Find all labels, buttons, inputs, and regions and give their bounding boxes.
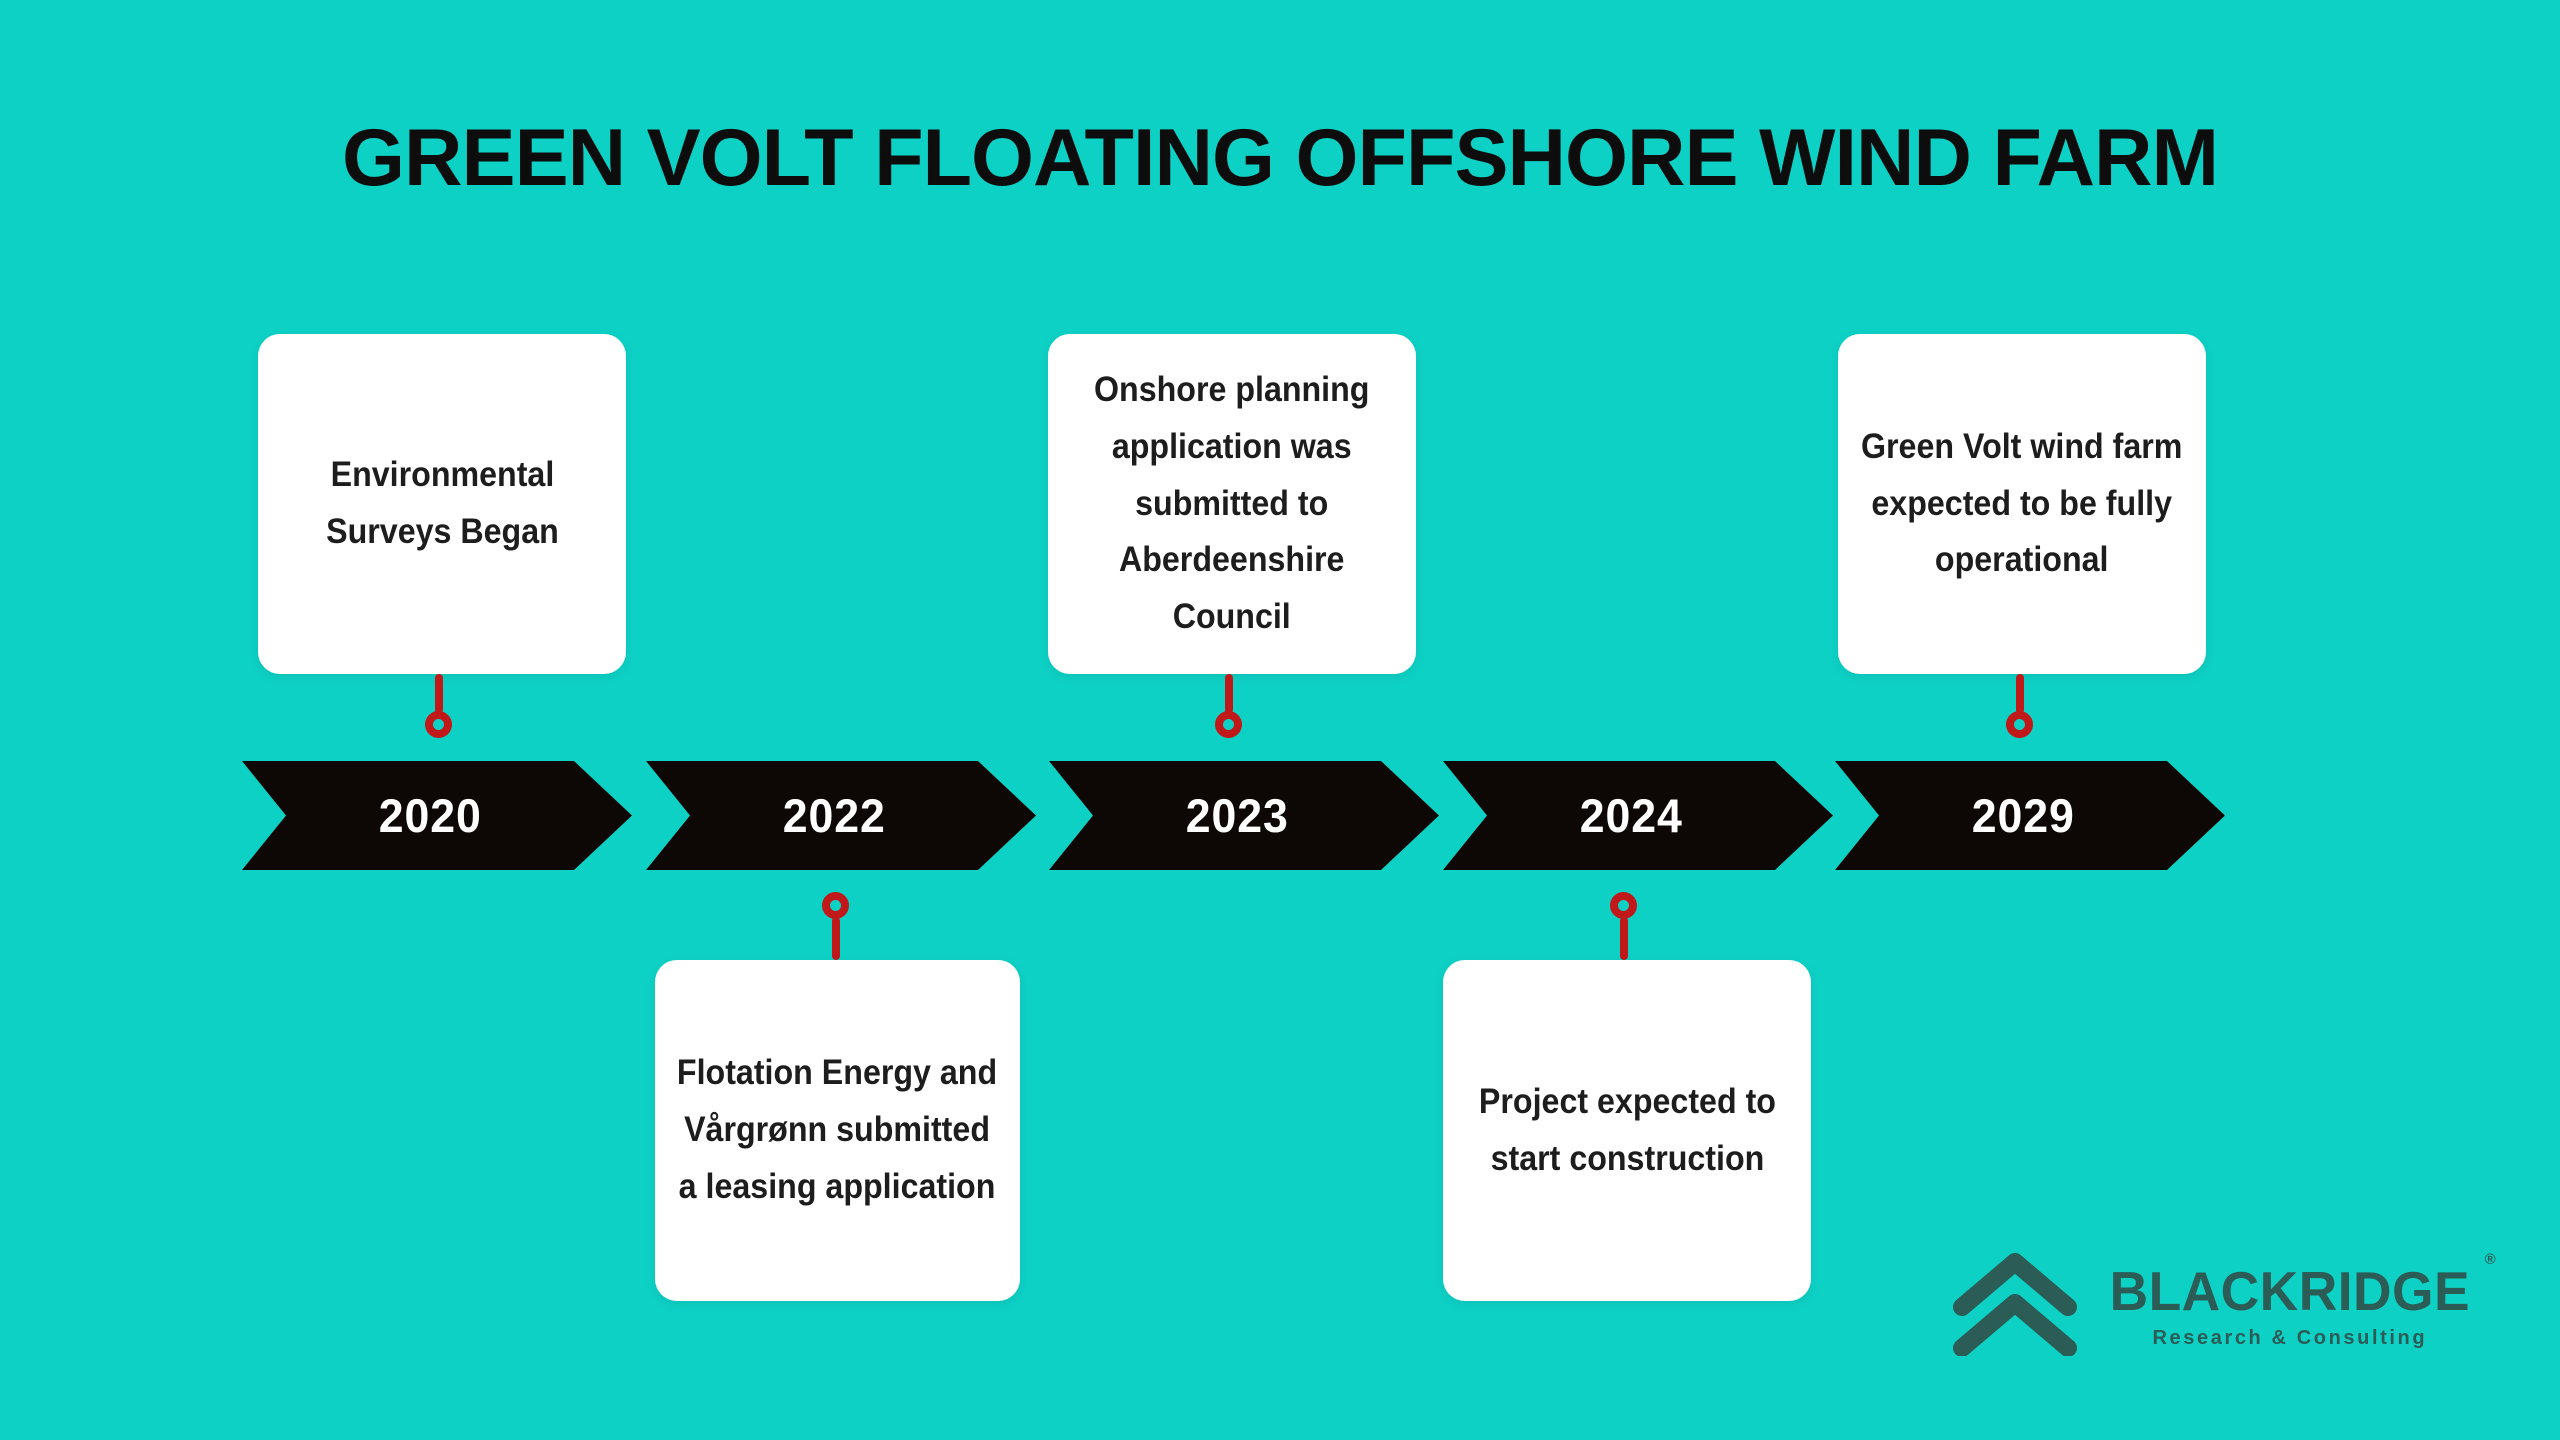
connector-line-2024: [1620, 917, 1628, 960]
milestone-card-2020: Environmental Surveys Began: [258, 334, 626, 674]
year-label-2020: 2020: [378, 789, 482, 842]
logo-tagline: Research & Consulting: [2152, 1326, 2428, 1349]
registered-trademark-icon: ®: [2484, 1250, 2496, 1268]
milestone-text-2024: Project expected to start construction: [1478, 1081, 1776, 1178]
blackridge-logo: BLACKRIDGE Research & Consulting ®: [1950, 1251, 2496, 1356]
milestone-text-2029: Green Volt wind farm expected to be full…: [1861, 426, 2183, 580]
connector-line-2023: [1225, 674, 1233, 714]
milestone-card-2023: Onshore planning application was submitt…: [1048, 334, 1416, 674]
connector-dot-2029: [2006, 711, 2033, 738]
connector-line-2022: [832, 917, 840, 960]
timeline-arrow-2022: 2022: [646, 761, 1036, 870]
timeline-arrow-2023: 2023: [1049, 761, 1439, 870]
milestone-text-2022: Flotation Energy and Vårgrønn submitted …: [677, 1053, 998, 1206]
year-label-2023: 2023: [1185, 789, 1289, 842]
milestone-card-2022: Flotation Energy and Vårgrønn submitted …: [655, 960, 1020, 1301]
timeline-arrow-2024: 2024: [1443, 761, 1833, 870]
milestone-text-2020: Environmental Surveys Began: [325, 455, 559, 551]
connector-line-2029: [2016, 674, 2024, 714]
connector-line-2020: [435, 674, 443, 714]
year-label-2024: 2024: [1579, 789, 1683, 842]
milestone-card-2029: Green Volt wind farm expected to be full…: [1838, 334, 2206, 674]
year-label-2022: 2022: [782, 789, 886, 842]
double-chevron-up-icon: [1953, 1253, 2077, 1356]
logo-brand-name: BLACKRIDGE: [2109, 1259, 2471, 1322]
page-title: GREEN VOLT FLOATING OFFSHORE WIND FARM: [342, 113, 2219, 203]
timeline-arrow-2029: 2029: [1835, 761, 2225, 870]
year-label-2029: 2029: [1971, 789, 2075, 842]
connector-dot-2020: [425, 711, 452, 738]
connector-dot-2022: [822, 892, 849, 919]
logo-text-block: BLACKRIDGE Research & Consulting ®: [2104, 1251, 2496, 1350]
connector-dot-2023: [1215, 711, 1242, 738]
timeline-arrow-2020: 2020: [242, 761, 632, 870]
milestone-card-2024: Project expected to start construction: [1443, 960, 1811, 1301]
connector-dot-2024: [1610, 892, 1637, 919]
milestone-text-2023: Onshore planning application was submitt…: [1094, 370, 1370, 637]
